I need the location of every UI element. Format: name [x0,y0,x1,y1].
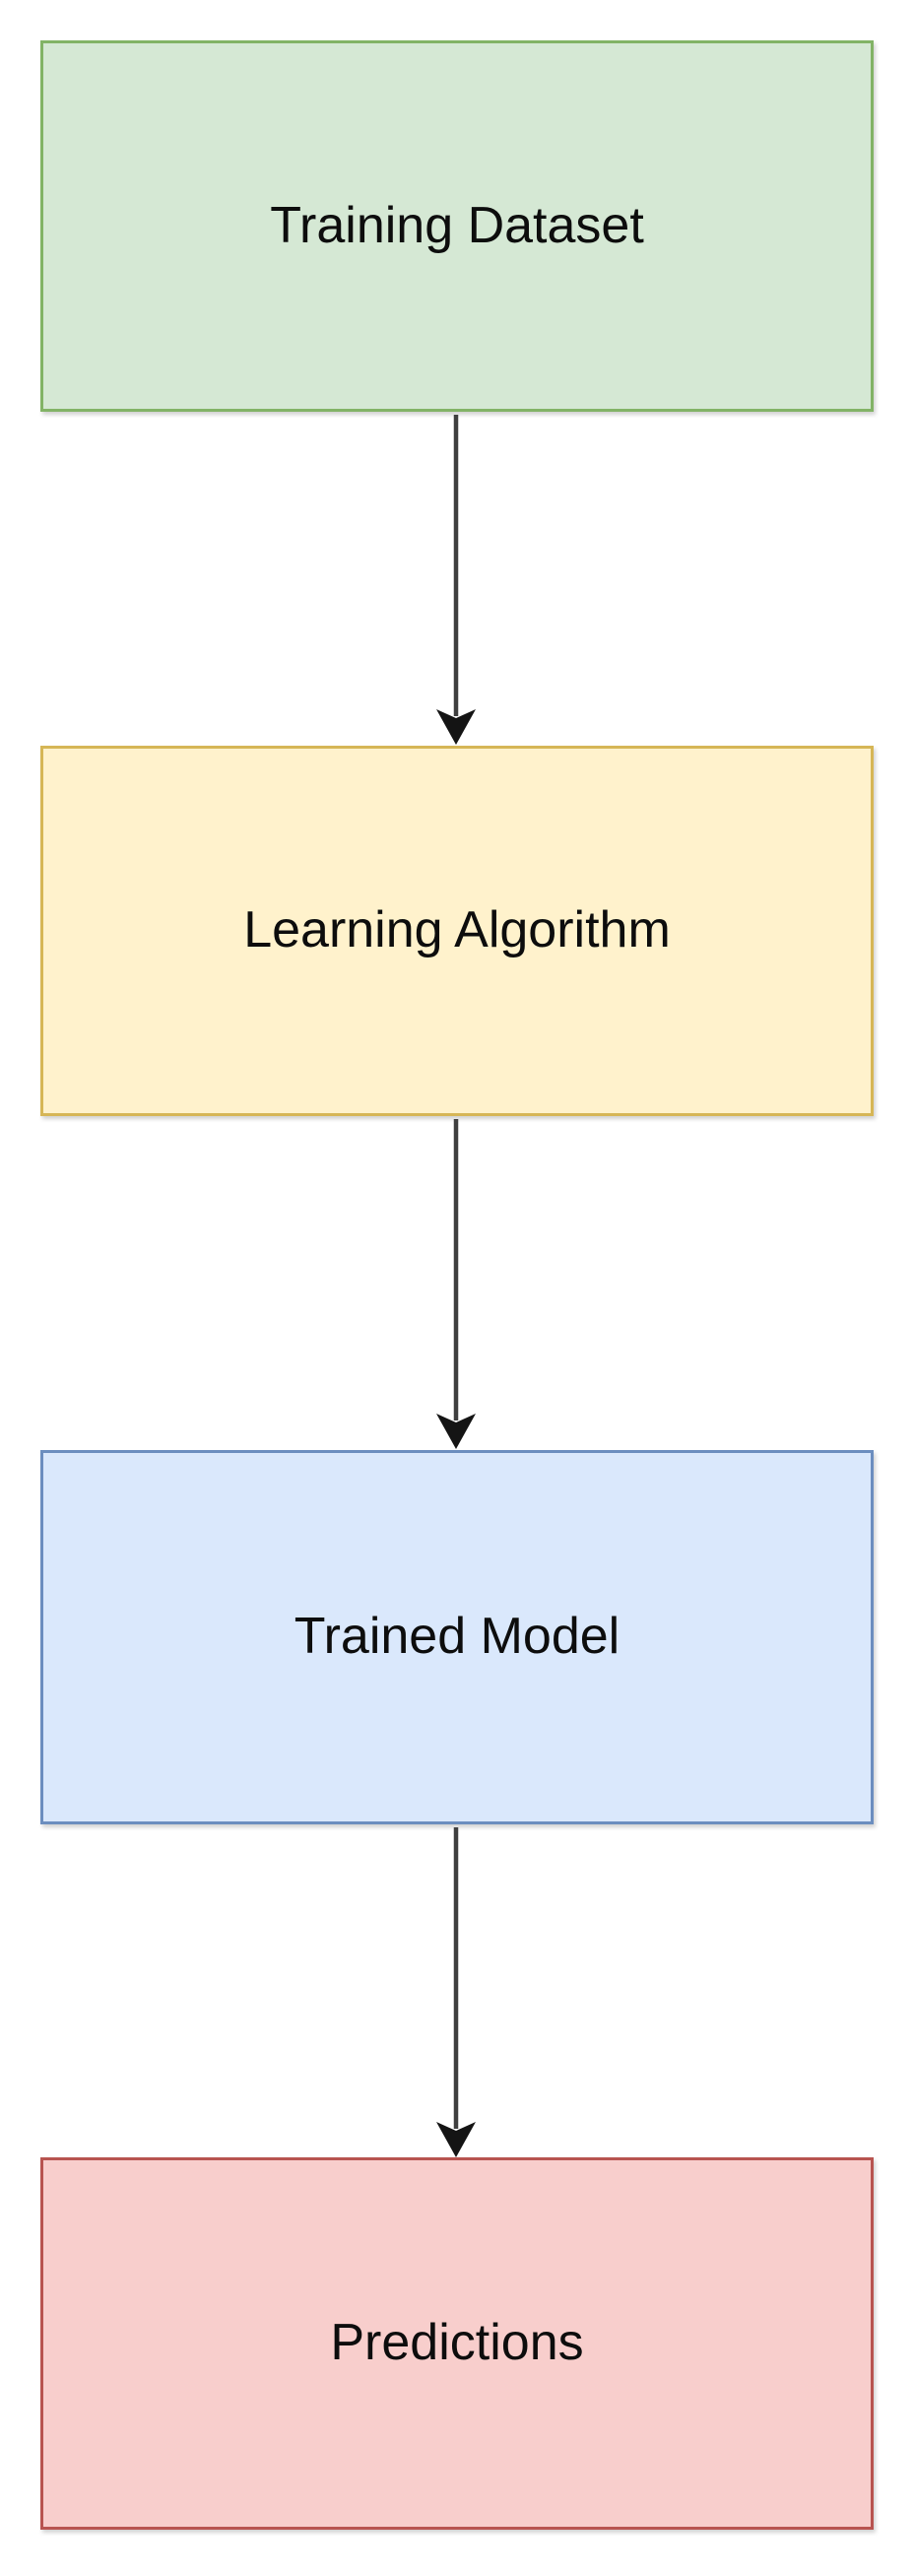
node-training-dataset-label: Training Dataset [270,196,644,254]
arrow-head-icon [436,1414,476,1449]
node-learning-algorithm: Learning Algorithm [40,746,874,1116]
node-learning-algorithm-label: Learning Algorithm [243,901,671,959]
node-training-dataset: Training Dataset [40,40,874,412]
node-trained-model: Trained Model [40,1450,874,1824]
node-trained-model-label: Trained Model [294,1608,620,1666]
arrow-trained-model-to-predictions [436,1827,476,2157]
arrow-head-icon [436,709,476,745]
arrow-learning-algorithm-to-trained-model [436,1119,476,1449]
arrow-head-icon [436,2122,476,2157]
node-predictions: Predictions [40,2157,874,2530]
node-predictions-label: Predictions [330,2314,584,2372]
arrow-training-dataset-to-learning-algorithm [436,415,476,745]
